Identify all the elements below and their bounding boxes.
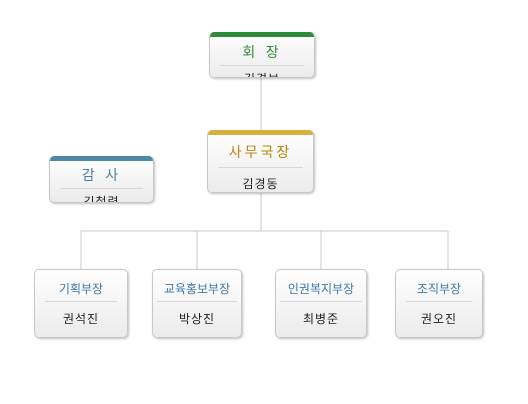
dept-box-human-rights: 인권복지부장 최병준 [275, 269, 367, 338]
secretary-title: 사무국장 [218, 142, 303, 168]
secretary-box: 사무국장 김경동 [207, 130, 314, 193]
auditor-title: 감 사 [60, 165, 143, 189]
auditor-box: 감 사 김철령 [49, 156, 154, 203]
dept-name: 권석진 [62, 312, 100, 326]
auditor-color-bar [50, 156, 153, 161]
chairman-box: 회 장 김경보 [209, 32, 315, 78]
dept-box-education: 교육홍보부장 박상진 [152, 269, 242, 338]
secretary-name: 김경동 [242, 177, 279, 191]
chairman-color-bar [210, 32, 314, 37]
dept-title: 기획부장 [45, 280, 117, 302]
dept-box-organization: 조직부장 권오진 [395, 269, 483, 338]
dept-name: 권오진 [420, 312, 458, 326]
dept-title: 인권복지부장 [280, 280, 362, 302]
dept-title: 교육홍보부장 [157, 280, 237, 302]
secretary-color-bar [208, 130, 313, 135]
auditor-name: 김철령 [83, 195, 120, 203]
dept-name: 박상진 [178, 312, 216, 326]
chairman-name: 김경보 [210, 70, 314, 77]
dept-box-planning: 기획부장 권석진 [34, 269, 128, 338]
chairman-title: 회 장 [220, 42, 304, 66]
dept-title: 조직부장 [406, 280, 472, 302]
dept-name: 최병준 [302, 312, 340, 326]
